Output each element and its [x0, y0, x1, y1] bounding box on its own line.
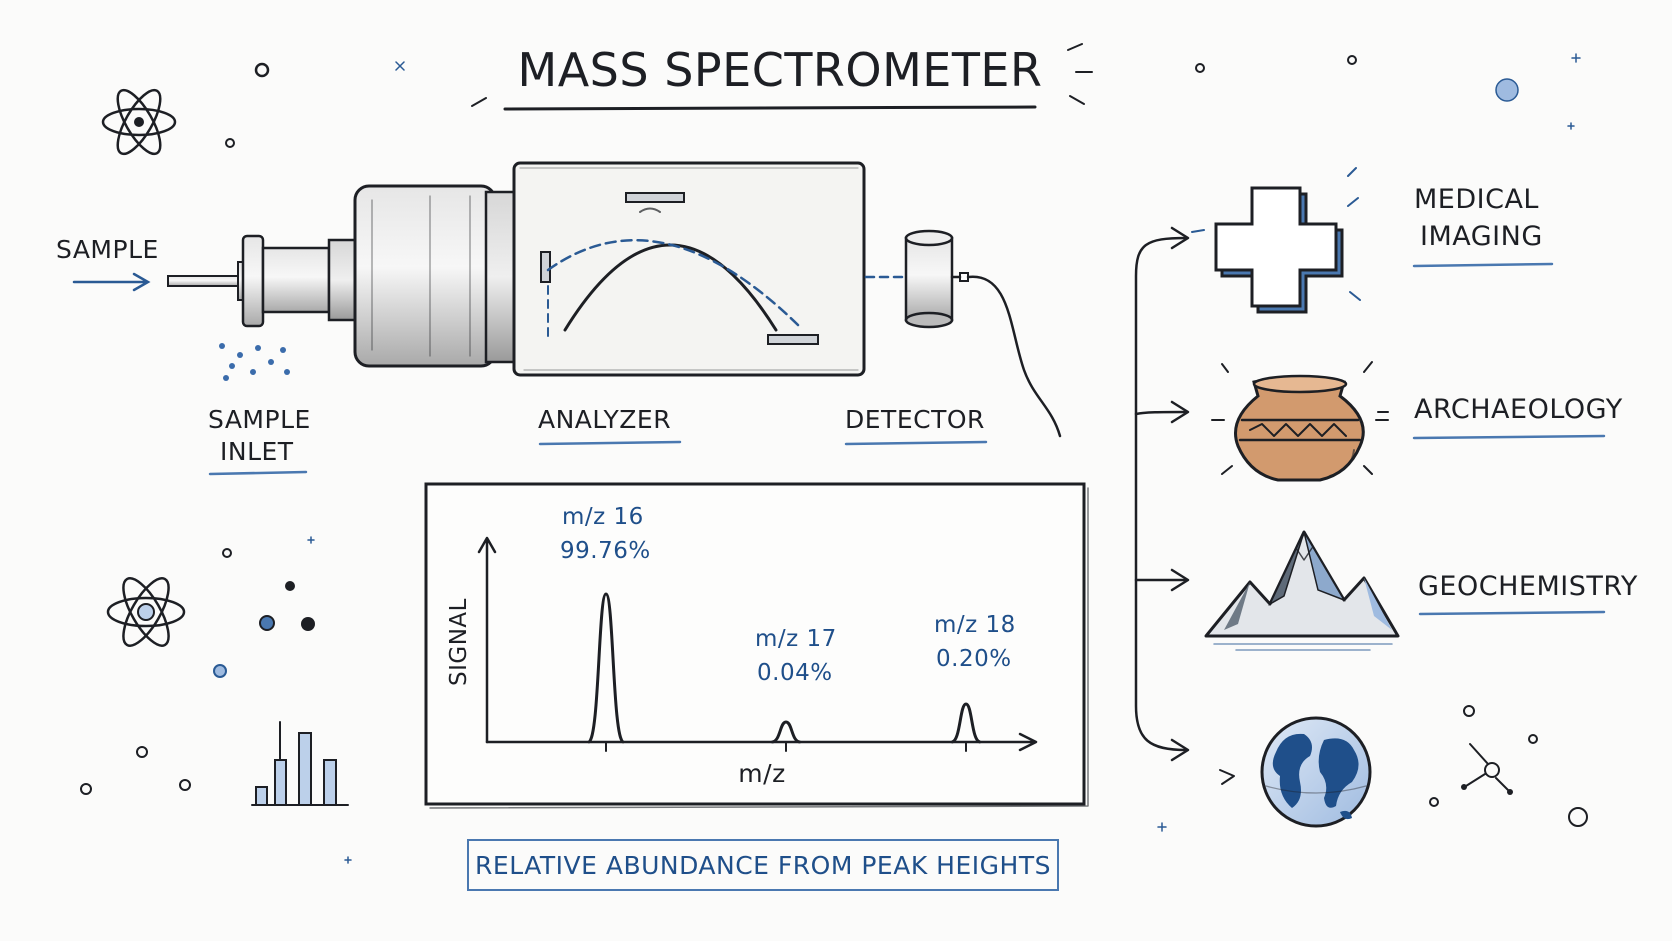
branch-line [1134, 236, 1188, 752]
geochemistry-underline [1418, 610, 1606, 616]
inlet-needle [167, 275, 239, 287]
peaks-layer [586, 592, 982, 744]
molecule-icon [1461, 743, 1513, 795]
analyzer-exit-plate [767, 334, 819, 345]
y-axis [477, 536, 497, 744]
detector-canister [904, 229, 954, 329]
application-label-archaeology: ARCHAEOLOGY [1414, 394, 1623, 425]
spectrum-chart: SIGNAL m/z m/z 16 99.76% m/z 17 0.04% m/… [424, 482, 1089, 809]
ion-source-ring [484, 190, 518, 364]
inlet-label-line1: SAMPLE [208, 405, 311, 434]
branch-ties [1134, 410, 1188, 582]
peak-abundance-2: 0.04% [757, 660, 833, 686]
decorative-dots [80, 53, 1588, 864]
spectrum-peak-3 [950, 702, 982, 744]
inlet-tube [261, 246, 331, 314]
page-title: MASS SPECTROMETER [518, 43, 1043, 97]
x-axis [485, 732, 1038, 752]
bar-chart-icon [251, 721, 349, 806]
application-label-geochemistry: GEOCHEMISTRY [1418, 571, 1638, 602]
sample-arrow [72, 272, 151, 292]
atom-icon [106, 577, 186, 647]
analyzer-entrance-slit [540, 251, 551, 283]
analyzer-magnet-plate [625, 192, 685, 203]
peak-label-3: m/z 18 [934, 612, 1016, 638]
inlet-flange [241, 234, 265, 328]
applications-branch [1134, 226, 1235, 785]
globe-pointer-arrow [1219, 769, 1235, 785]
caption-text: RELATIVE ABUNDANCE FROM PEAK HEIGHTS [475, 851, 1051, 880]
detector-label: DETECTOR [845, 405, 985, 434]
branch-arrowheads [1170, 226, 1190, 762]
peak-label-2: m/z 17 [755, 626, 837, 652]
medical-cross-icon [1191, 167, 1361, 314]
peak-label-1: m/z 16 [562, 504, 644, 530]
title-group: MASS SPECTROMETER [471, 43, 1093, 111]
title-sparkle-marks [471, 43, 1093, 107]
globe-icon [1260, 716, 1372, 828]
peak-abundance-3: 0.20% [936, 646, 1012, 672]
pottery-vase-icon [1211, 361, 1389, 482]
application-label-medical-line1: MEDICAL [1414, 184, 1539, 215]
detector-label-underline [844, 440, 988, 446]
caption-group: RELATIVE ABUNDANCE FROM PEAK HEIGHTS [467, 839, 1059, 891]
archaeology-underline [1412, 434, 1606, 440]
spectrum-peak-2 [771, 720, 801, 744]
analyzer-label-underline [538, 440, 682, 446]
chart-frame [424, 482, 1086, 806]
x-axis-label: m/z [738, 759, 785, 788]
spectrum-peak-1 [586, 592, 626, 744]
sample-label: SAMPLE [56, 235, 159, 264]
application-label-medical-line2: IMAGING [1420, 221, 1543, 252]
analyzer-label: ANALYZER [538, 405, 671, 434]
y-axis-label: SIGNAL [446, 598, 472, 686]
inlet-label-line2: INLET [220, 437, 294, 466]
instrument: SAMPLE [56, 161, 1062, 476]
inlet-connector [327, 238, 357, 322]
ion-path-dashed [546, 239, 800, 327]
peak-abundance-1: 99.76% [560, 538, 651, 564]
title-underline [503, 105, 1037, 111]
ion-source-cylinder [353, 184, 497, 368]
x-axis-ticks [605, 741, 967, 752]
detector-cable [950, 275, 1062, 438]
analyzer-chamber [512, 161, 866, 377]
caption-box [467, 839, 1059, 891]
sample-particles-icon [219, 343, 290, 381]
inlet-label-underline [208, 470, 308, 476]
mountain-icon [1204, 530, 1400, 651]
medical-underline [1412, 262, 1554, 268]
atom-icon [101, 88, 177, 156]
